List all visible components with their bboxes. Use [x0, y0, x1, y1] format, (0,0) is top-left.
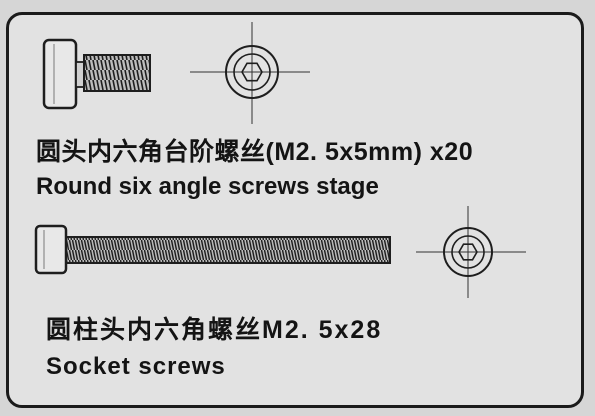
item-2-name-cn: 圆柱头内六角螺丝M2. 5x28	[46, 316, 383, 344]
step-screw-side-icon	[42, 38, 151, 110]
hex-socket-top-icon	[416, 206, 526, 298]
item-1-name-cn: 圆头内六角台阶螺丝(M2. 5x5mm) x20	[36, 138, 474, 166]
item-2-name-en: Socket screws	[46, 353, 226, 380]
socket-screw-side-icon	[34, 224, 391, 275]
item-1-name-en: Round six angle screws stage	[36, 173, 379, 200]
hex-socket-top-icon	[190, 22, 310, 124]
